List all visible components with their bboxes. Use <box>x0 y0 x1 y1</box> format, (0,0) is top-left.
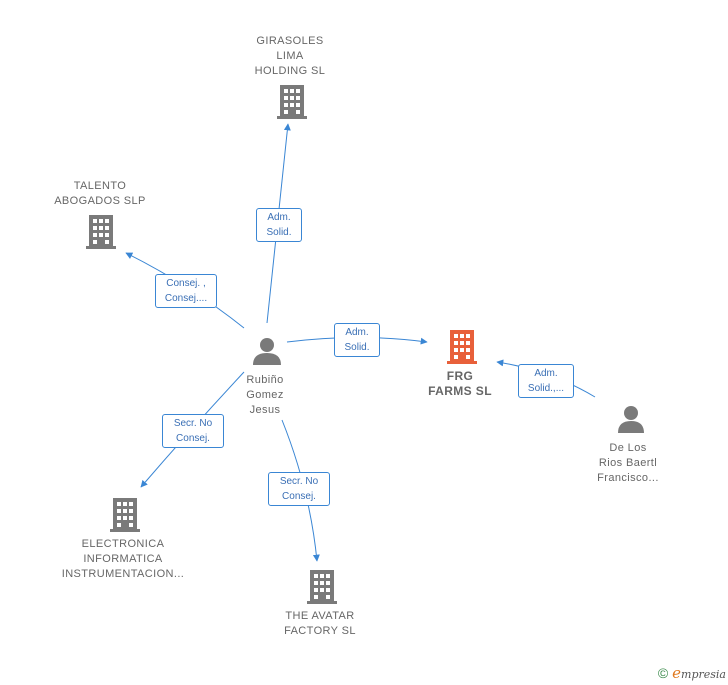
copyright-icon: © <box>657 665 669 681</box>
node-label-girasoles[interactable]: GIRASOLES LIMA HOLDING SL <box>254 35 326 77</box>
brand-logo-e: e <box>672 664 682 682</box>
edge-label-to-avatar[interactable]: Secr. No Consej. <box>268 472 330 506</box>
node-label-frg[interactable]: FRG FARMS SL <box>428 369 492 398</box>
building-icon-talento <box>86 215 116 249</box>
person-icon-delosrios <box>618 406 644 433</box>
edge-label-to-frg[interactable]: Adm. Solid. <box>334 323 380 357</box>
node-label-rubino[interactable]: Rubiño Gomez Jesus <box>246 374 284 416</box>
brand-logo-text: mpresia <box>681 668 726 681</box>
building-icon-electronica <box>110 498 140 532</box>
edge-label-to-girasoles[interactable]: Adm. Solid. <box>256 208 302 242</box>
building-icon-frg <box>447 330 477 364</box>
footer-branding: ©empresia <box>658 664 726 682</box>
building-icon-girasoles <box>277 85 307 119</box>
node-label-delosrios[interactable]: De Los Rios Baertl Francisco... <box>597 442 659 484</box>
edge-label-to-talento[interactable]: Consej. , Consej.... <box>155 274 217 308</box>
node-label-electronica[interactable]: ELECTRONICA INFORMATICA INSTRUMENTACION.… <box>61 538 185 580</box>
edge-label-to-electronica[interactable]: Secr. No Consej. <box>162 414 224 448</box>
node-label-talento[interactable]: TALENTO ABOGADOS SLP <box>54 180 146 207</box>
node-label-avatar[interactable]: THE AVATAR FACTORY SL <box>284 610 356 637</box>
building-icon-avatar <box>307 570 337 604</box>
person-icon-rubino <box>253 338 281 365</box>
edge-label-delosrios-to-frg[interactable]: Adm. Solid.,... <box>518 364 574 398</box>
